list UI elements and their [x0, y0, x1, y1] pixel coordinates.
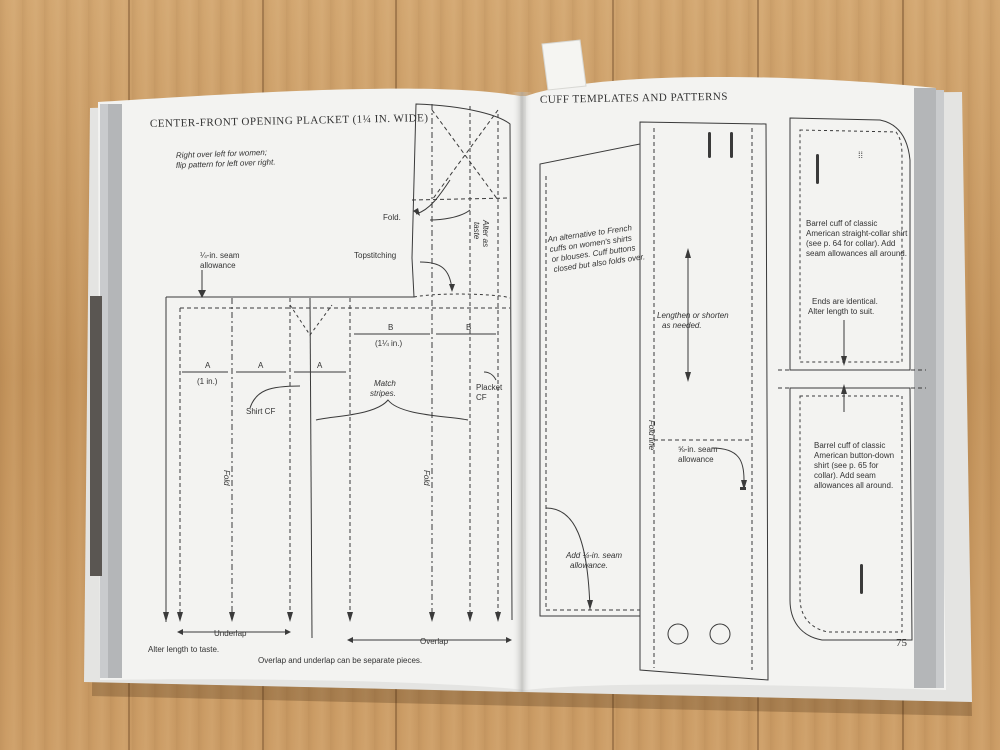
left-page: [98, 88, 526, 690]
barrel2-line2: American button-down: [814, 451, 894, 460]
dim-a-value: (1 in.): [197, 377, 218, 386]
fold-line-label: Fold line: [647, 420, 656, 451]
placket-note-line1: Right over left for women;: [176, 148, 267, 160]
placket-cf-line1: Placket: [476, 383, 503, 392]
lengthen-line2: as needed.: [662, 321, 702, 330]
placket-note-line2: flip pattern for left over right.: [176, 158, 276, 170]
ends-identical-line2: Alter length to suit.: [808, 307, 874, 316]
shirt-cf-label: Shirt CF: [246, 407, 275, 416]
barrel1-line3: (see p. 64 for collar). Add: [806, 239, 895, 248]
seam-58-line1: ⅝-in. seam: [678, 445, 718, 454]
match-stripes-line2: stripes.: [370, 389, 396, 398]
right-page: [526, 76, 946, 691]
bookmark-tab: [541, 39, 587, 91]
left-page-gray-band: [100, 104, 108, 678]
barrel2-line1: Barrel cuff of classic: [814, 441, 885, 450]
seam-allowance-line2: allowance: [200, 261, 236, 270]
left-page-heading: CENTER-FRONT OPENING PLACKET (1¼ IN. WID…: [150, 112, 429, 130]
cuff-diagram: [539, 117, 926, 681]
seam-allowance-line1: ¼-in. seam: [200, 251, 240, 260]
add-seam-line1: Add ¼-in. seam: [565, 551, 622, 560]
barrel1-line1: Barrel cuff of classic: [806, 219, 877, 228]
barrel2-line3: shirt (see p. 65 for: [814, 461, 879, 470]
dim-a-1: A: [205, 361, 211, 370]
placket-cf-line2: CF: [476, 393, 487, 402]
topstitching-label: Topstitching: [354, 251, 396, 260]
dim-a-3: A: [317, 361, 323, 370]
dim-a-2: A: [258, 361, 264, 370]
underlap-label: Underlap: [214, 629, 247, 638]
ends-identical-line1: Ends are identical.: [812, 297, 878, 306]
lengthen-line1: Lengthen or shorten: [657, 311, 729, 320]
fold-left-label: Fold: [222, 470, 231, 486]
barrel1-line2: American straight-collar shirt: [806, 229, 908, 238]
barrel1-line4: seam allowances all around.: [806, 249, 907, 258]
right-page-heading: CUFF TEMPLATES AND PATTERNS: [540, 91, 728, 106]
taste-label: taste: [472, 222, 481, 240]
dim-b-1: B: [388, 323, 393, 332]
page-number: 75: [896, 637, 908, 649]
right-arrows: [587, 132, 863, 610]
alter-length-label: Alter length to taste.: [148, 645, 219, 654]
dim-b-value: (1¼ in.): [375, 339, 402, 348]
fold-top-label: Fold.: [383, 213, 401, 222]
spine-edge: [90, 296, 102, 576]
placket-diagram: [165, 103, 513, 641]
seam-58-line2: allowance: [678, 455, 714, 464]
barrel2-line5: allowances all around.: [814, 481, 893, 490]
left-page-footer: Overlap and underlap can be separate pie…: [258, 656, 422, 665]
left-arrows: [163, 208, 512, 643]
alter-as-label: Alter as: [481, 219, 490, 247]
match-stripes-line1: Match: [374, 379, 396, 388]
button-marks: ⁞⁞: [858, 150, 863, 160]
add-seam-line2: allowance.: [570, 561, 608, 570]
barrel2-line4: collar). Add seam: [814, 471, 876, 480]
overlap-label: Overlap: [420, 637, 449, 646]
fold-right-label: Fold: [422, 470, 431, 486]
dim-b-2: B: [466, 323, 471, 332]
